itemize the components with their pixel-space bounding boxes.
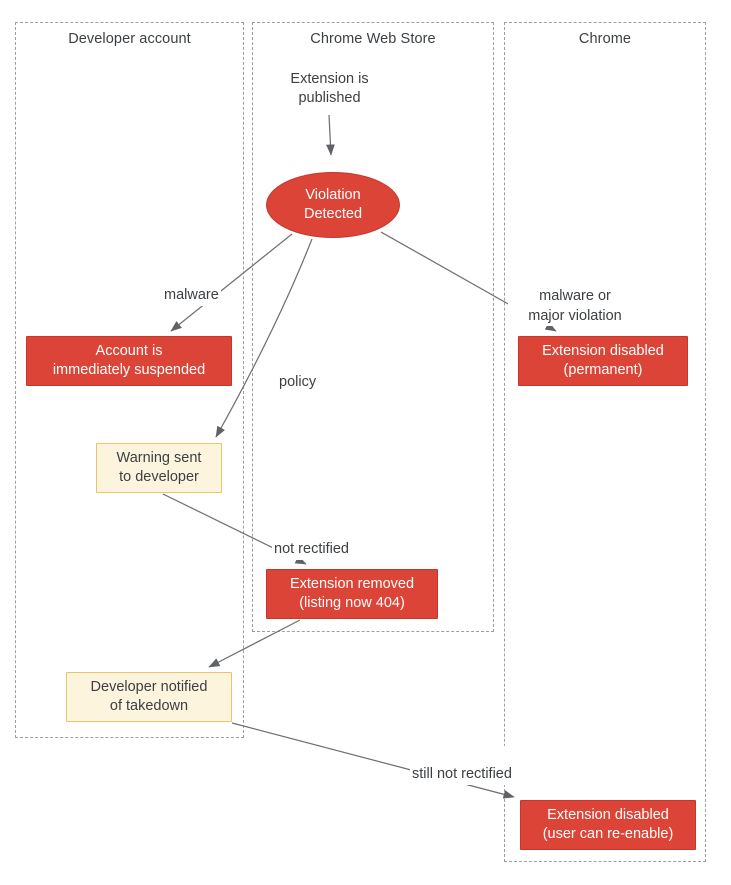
edge-label-still-not-rectified-text: still not rectified xyxy=(412,766,512,783)
edge-label-malware: malware xyxy=(162,267,221,306)
edge-label-malware-or-major-violation-text: malware or major violation xyxy=(528,288,622,324)
lane-title-chrome-web-store: Chrome Web Store xyxy=(310,31,436,47)
node-account-suspended-label: Account is immediately suspended xyxy=(52,342,206,378)
node-extension-disabled-reenable[interactable]: Extension disabled (user can re-enable) xyxy=(520,800,696,850)
node-account-suspended[interactable]: Account is immediately suspended xyxy=(26,336,232,386)
node-violation-detected-label: Violation Detected xyxy=(303,186,363,222)
node-extension-published[interactable]: Extension is published xyxy=(262,66,397,112)
node-extension-disabled-permanent-label: Extension disabled (permanent) xyxy=(542,342,664,378)
node-extension-disabled-reenable-label: Extension disabled (user can re-enable) xyxy=(542,806,674,842)
lane-title-chrome: Chrome xyxy=(578,31,632,47)
node-violation-detected[interactable]: Violation Detected xyxy=(266,172,400,238)
lane-title-developer-account: Developer account xyxy=(68,31,191,47)
lane-chrome: Chrome xyxy=(504,22,706,862)
edge-label-policy: policy xyxy=(277,354,319,393)
node-extension-published-label: Extension is published xyxy=(290,70,369,106)
node-warning-sent[interactable]: Warning sent to developer xyxy=(96,443,222,493)
edge-label-still-not-rectified: still not rectified xyxy=(410,746,514,785)
node-developer-notified-label: Developer notified of takedown xyxy=(90,678,208,714)
node-extension-disabled-permanent[interactable]: Extension disabled (permanent) xyxy=(518,336,688,386)
node-extension-removed-label: Extension removed (listing now 404) xyxy=(289,575,415,611)
edge-label-malware-or-major-violation: malware or major violation xyxy=(508,268,642,326)
edge-label-malware-text: malware xyxy=(164,287,219,304)
edge-label-not-rectified-text: not rectified xyxy=(274,541,349,558)
edge-label-policy-text: policy xyxy=(279,374,317,391)
node-extension-removed[interactable]: Extension removed (listing now 404) xyxy=(266,569,438,619)
node-developer-notified[interactable]: Developer notified of takedown xyxy=(66,672,232,722)
edge-label-not-rectified: not rectified xyxy=(272,521,351,560)
node-warning-sent-label: Warning sent to developer xyxy=(116,449,202,485)
